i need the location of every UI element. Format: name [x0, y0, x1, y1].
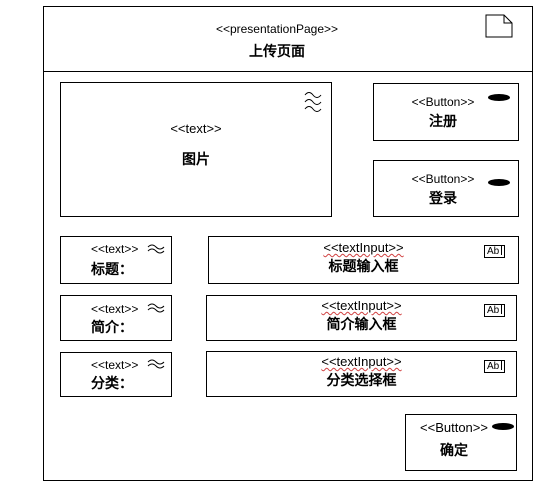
register-label: 注册	[429, 114, 457, 130]
page-stereotype: <<presentationPage>>	[215, 22, 339, 36]
category-select-box[interactable]: <<textInput>> 分类选择框 Ab	[206, 351, 517, 397]
text-input-icon: Ab	[484, 245, 506, 258]
category-text-label: 分类：	[91, 376, 133, 392]
title-text-block: <<text>> 标题：	[60, 236, 172, 284]
header-divider	[43, 71, 533, 72]
button-icon	[488, 94, 510, 101]
text-input-icon: Ab	[484, 304, 506, 317]
title-text-stereotype: <<text>>	[91, 242, 139, 256]
text-wave-icon	[147, 244, 165, 254]
page-icon	[485, 14, 513, 38]
text-wave-icon	[147, 359, 165, 369]
text-wave-icon	[304, 92, 322, 112]
login-button[interactable]: <<Button>> 登录	[373, 160, 519, 217]
summary-input-stereotype: <<textInput>>	[321, 298, 402, 313]
title-text-label: 标题：	[91, 262, 133, 278]
confirm-label: 确定	[440, 443, 468, 459]
summary-text-block: <<text>> 简介：	[60, 295, 172, 341]
title-input-box[interactable]: <<textInput>> 标题输入框 Ab	[208, 236, 519, 284]
summary-text-label: 简介：	[91, 320, 133, 336]
image-label: 图片	[182, 152, 210, 168]
title-input-stereotype: <<textInput>>	[323, 240, 404, 255]
button-icon	[488, 179, 510, 186]
summary-input-label: 简介输入框	[326, 317, 397, 333]
title-input-label: 标题输入框	[328, 259, 399, 275]
page-title: 上传页面	[249, 44, 305, 60]
login-label: 登录	[429, 191, 457, 207]
confirm-stereotype: <<Button>>	[420, 420, 488, 435]
text-wave-icon	[147, 303, 165, 313]
category-input-label: 分类选择框	[326, 373, 397, 389]
category-text-stereotype: <<text>>	[91, 358, 139, 372]
image-stereotype: <<text>>	[170, 121, 222, 136]
register-stereotype: <<Button>>	[411, 95, 475, 109]
summary-input-box[interactable]: <<textInput>> 简介输入框 Ab	[206, 295, 517, 341]
confirm-button[interactable]: <<Button>> 确定	[405, 414, 517, 471]
category-text-block: <<text>> 分类：	[60, 352, 172, 397]
register-button[interactable]: <<Button>> 注册	[373, 83, 519, 141]
category-input-stereotype: <<textInput>>	[321, 354, 402, 369]
image-text-block: <<text>> 图片	[60, 82, 332, 217]
summary-text-stereotype: <<text>>	[91, 302, 139, 316]
login-stereotype: <<Button>>	[411, 172, 475, 186]
text-input-icon: Ab	[484, 360, 506, 373]
button-icon	[492, 423, 514, 430]
